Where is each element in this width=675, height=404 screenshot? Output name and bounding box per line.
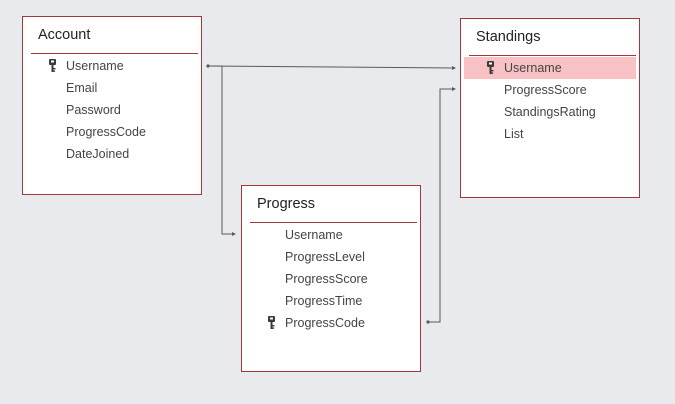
relationship-account-standings[interactable]: [207, 65, 456, 69]
field-row[interactable]: ProgressCode: [26, 121, 198, 143]
field-label: ProgressLevel: [285, 250, 365, 264]
table-title-account[interactable]: Account: [38, 27, 91, 43]
key-icon: [48, 58, 57, 74]
field-row[interactable]: ProgressTime: [245, 290, 417, 312]
field-row[interactable]: Username: [245, 224, 417, 246]
field-label: DateJoined: [66, 147, 130, 161]
title-divider: [250, 222, 417, 223]
field-label: ProgressCode: [66, 125, 146, 139]
field-row[interactable]: Password: [26, 99, 198, 121]
field-row[interactable]: StandingsRating: [464, 101, 636, 123]
field-row[interactable]: ProgressCode: [245, 312, 417, 334]
field-row[interactable]: Username: [464, 57, 636, 79]
field-row[interactable]: List: [464, 123, 636, 145]
field-label: List: [504, 127, 524, 141]
field-label: Password: [66, 103, 121, 117]
title-divider: [469, 55, 636, 56]
field-label: ProgressScore: [504, 83, 587, 97]
field-label: Username: [285, 228, 343, 242]
field-label: ProgressScore: [285, 272, 368, 286]
field-row[interactable]: Username: [26, 55, 198, 77]
field-label: ProgressCode: [285, 316, 365, 330]
relationship-progress-standings[interactable]: [428, 88, 455, 323]
field-row[interactable]: DateJoined: [26, 143, 198, 165]
field-label: StandingsRating: [504, 105, 596, 119]
field-label: ProgressTime: [285, 294, 363, 308]
table-title-progress[interactable]: Progress: [257, 196, 316, 212]
key-icon: [486, 60, 495, 76]
table-title-standings[interactable]: Standings: [476, 29, 541, 45]
field-row[interactable]: ProgressScore: [464, 79, 636, 101]
field-label: Email: [66, 81, 98, 95]
field-row[interactable]: Email: [26, 77, 198, 99]
field-label: Username: [504, 61, 562, 75]
field-row[interactable]: ProgressLevel: [245, 246, 417, 268]
title-divider: [31, 53, 198, 54]
field-label: Username: [66, 59, 124, 73]
field-row[interactable]: ProgressScore: [245, 268, 417, 290]
key-icon: [267, 315, 276, 331]
relationship-account-progress[interactable]: [208, 65, 235, 235]
